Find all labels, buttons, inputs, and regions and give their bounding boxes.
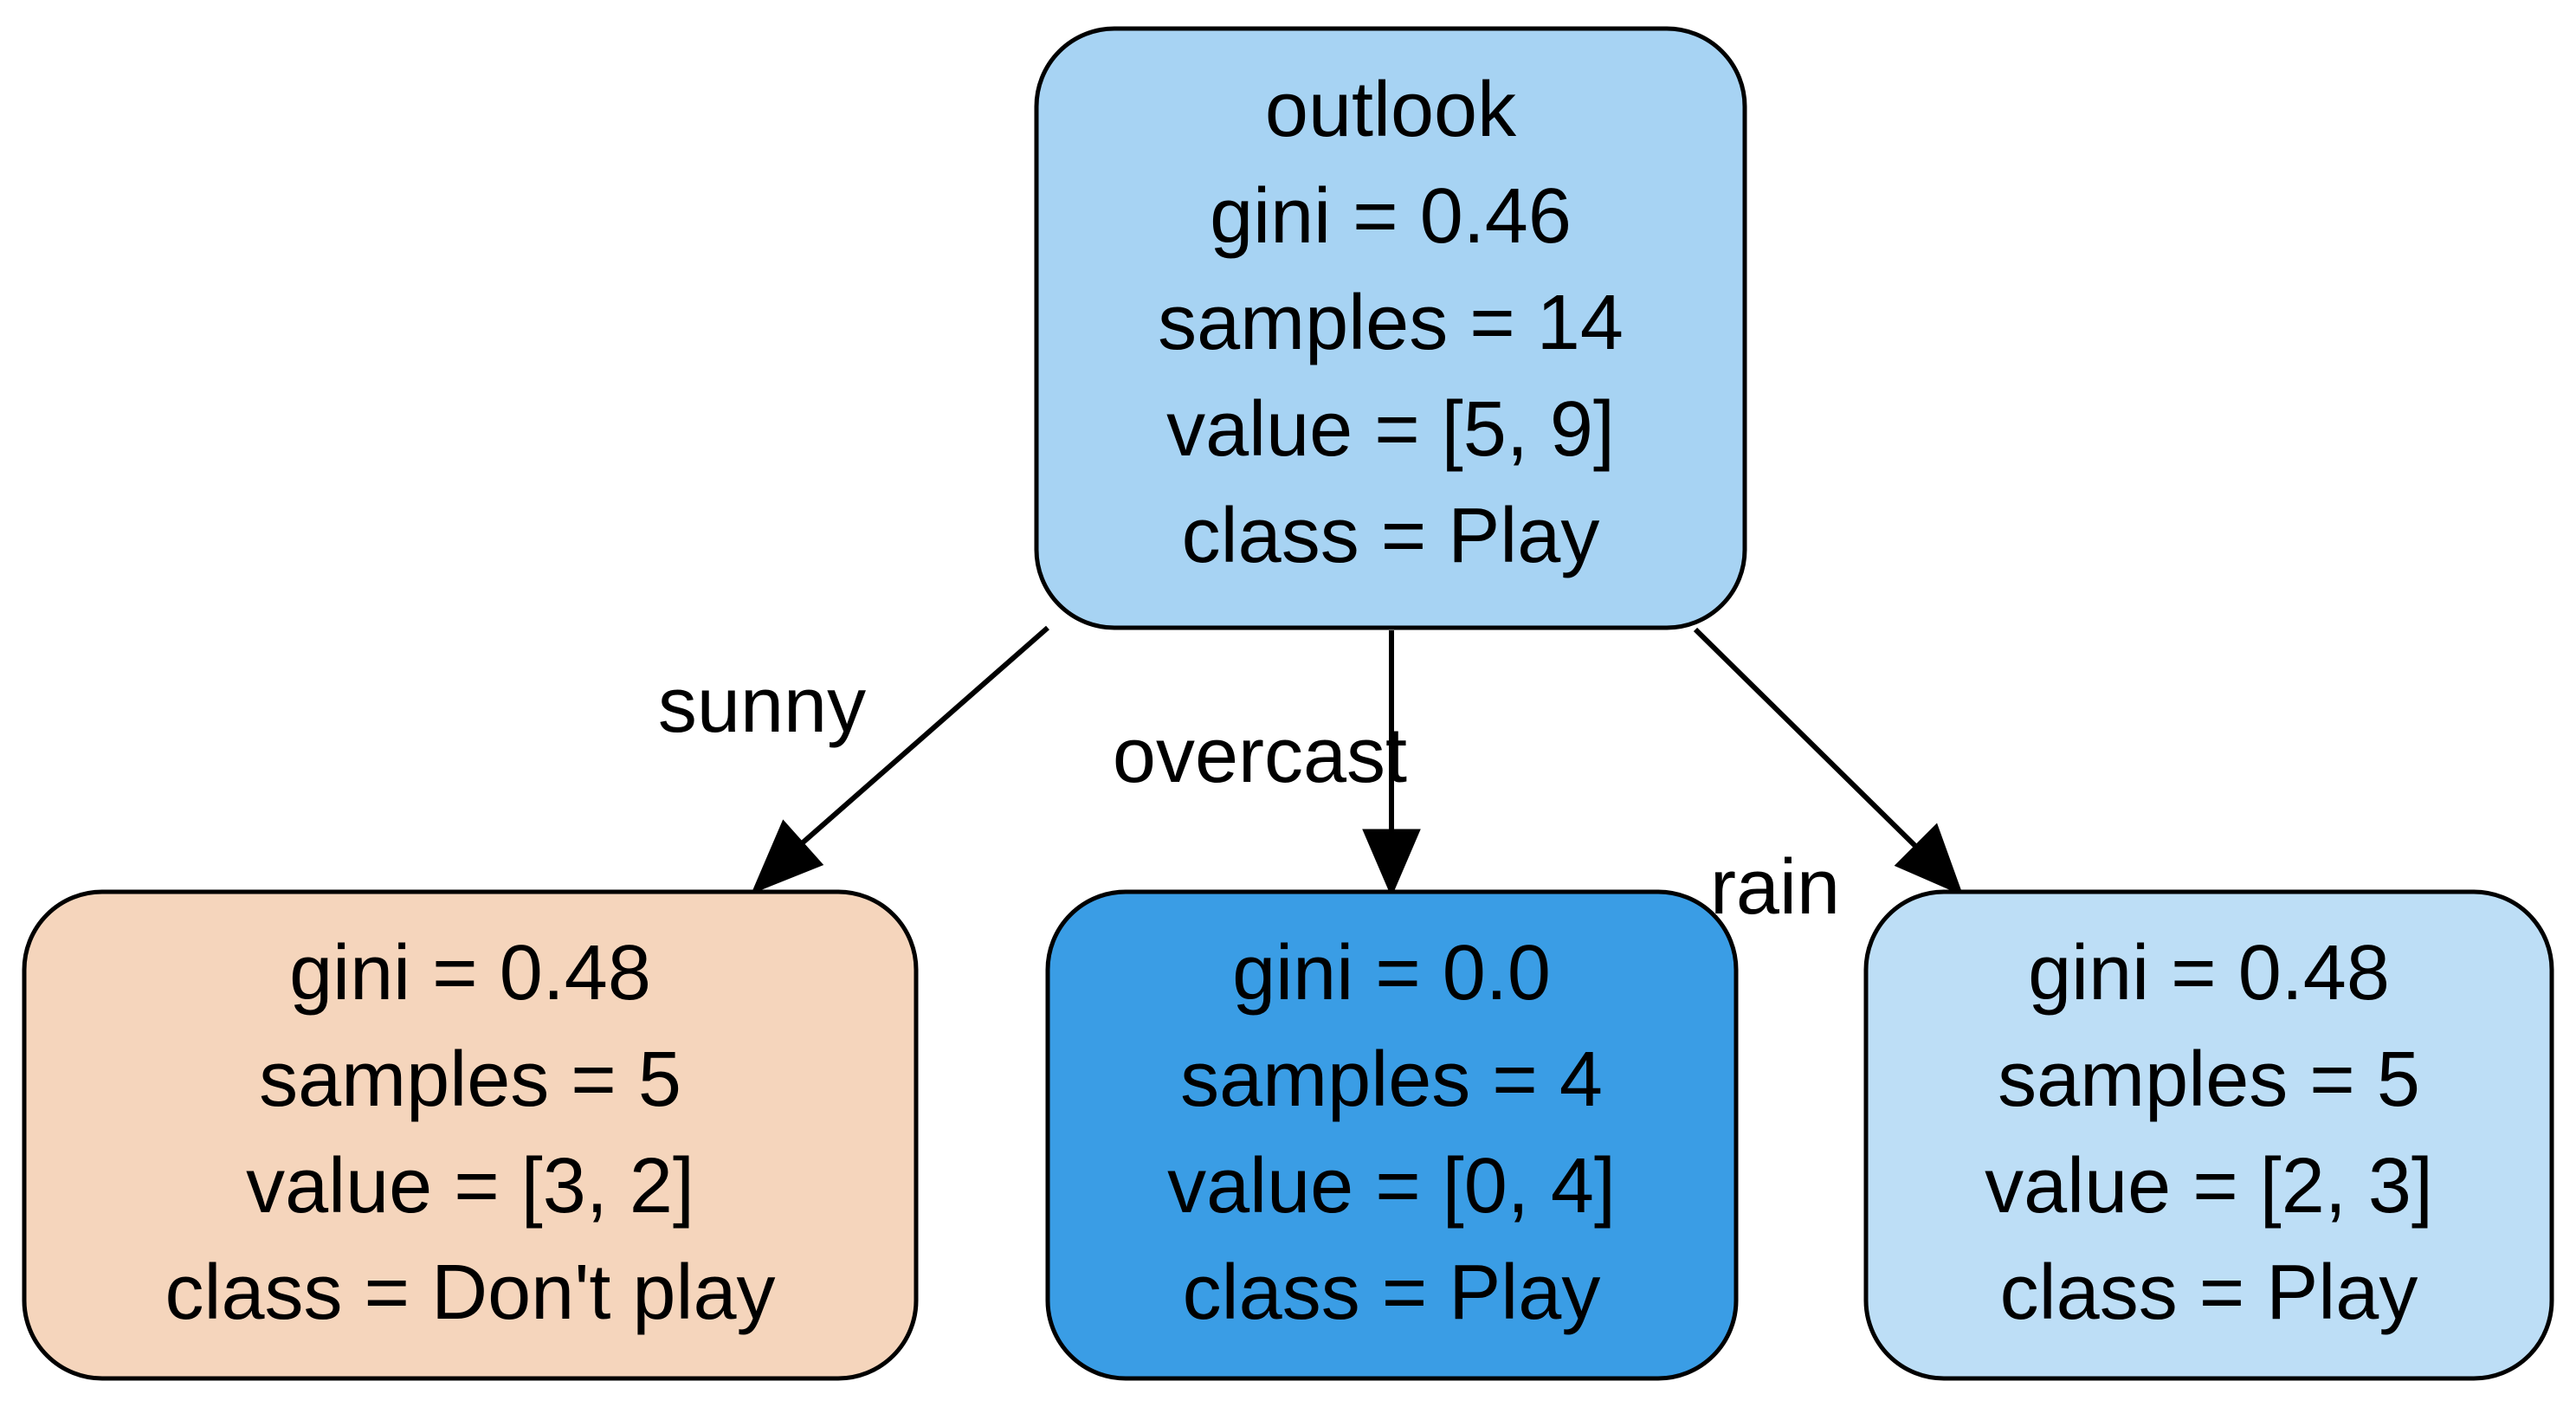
node-gini: gini = 0.0 [1232, 930, 1551, 1017]
node-box-root [1034, 26, 1747, 630]
tree-node-overcast-leaf: gini = 0.0 samples = 4 value = [0, 4] cl… [1045, 889, 1739, 1381]
tree-node-rain-leaf: gini = 0.48 samples = 5 value = [2, 3] c… [1863, 889, 2554, 1381]
node-class: class = Play [2000, 1249, 2418, 1336]
edge-label-rain: rain [1710, 844, 1840, 931]
tree-edges [751, 625, 1964, 898]
edge-sunny-arrowhead [751, 819, 824, 894]
node-samples: samples = 14 [1158, 280, 1624, 366]
node-gini: gini = 0.46 [1210, 173, 1572, 260]
node-split-feature: outlook [1265, 67, 1517, 153]
node-value: value = [2, 3] [1985, 1143, 2433, 1230]
node-box-rain [1863, 889, 2554, 1381]
edge-labels: sunny overcast rain [658, 662, 1840, 931]
node-samples: samples = 4 [1180, 1036, 1603, 1123]
edge-rain-arrowhead [1894, 823, 1964, 896]
node-samples: samples = 5 [259, 1036, 681, 1123]
edge-sunny [751, 625, 1049, 894]
edge-rain [1693, 627, 1964, 896]
edge-overcast [1362, 630, 1421, 898]
node-value: value = [0, 4] [1167, 1143, 1616, 1230]
node-value: value = [3, 2] [246, 1143, 694, 1230]
tree-node-root: outlook gini = 0.46 samples = 14 value =… [1034, 26, 1747, 630]
node-class: class = Don't play [165, 1249, 775, 1336]
edge-label-overcast: overcast [1113, 713, 1407, 799]
node-value: value = [5, 9] [1166, 386, 1615, 473]
edge-label-sunny: sunny [658, 662, 866, 749]
edge-sunny-line [799, 625, 1049, 847]
edge-rain-line [1693, 627, 1921, 851]
node-class: class = Play [1183, 1249, 1601, 1336]
node-box-sunny [22, 889, 919, 1381]
node-samples: samples = 5 [1998, 1036, 2420, 1123]
node-class: class = Play [1182, 493, 1600, 579]
node-gini: gini = 0.48 [289, 930, 651, 1017]
node-box-overcast [1045, 889, 1739, 1381]
node-gini: gini = 0.48 [2028, 930, 2390, 1017]
edge-overcast-arrowhead [1362, 829, 1421, 898]
tree-node-sunny-leaf: gini = 0.48 samples = 5 value = [3, 2] c… [22, 889, 919, 1381]
